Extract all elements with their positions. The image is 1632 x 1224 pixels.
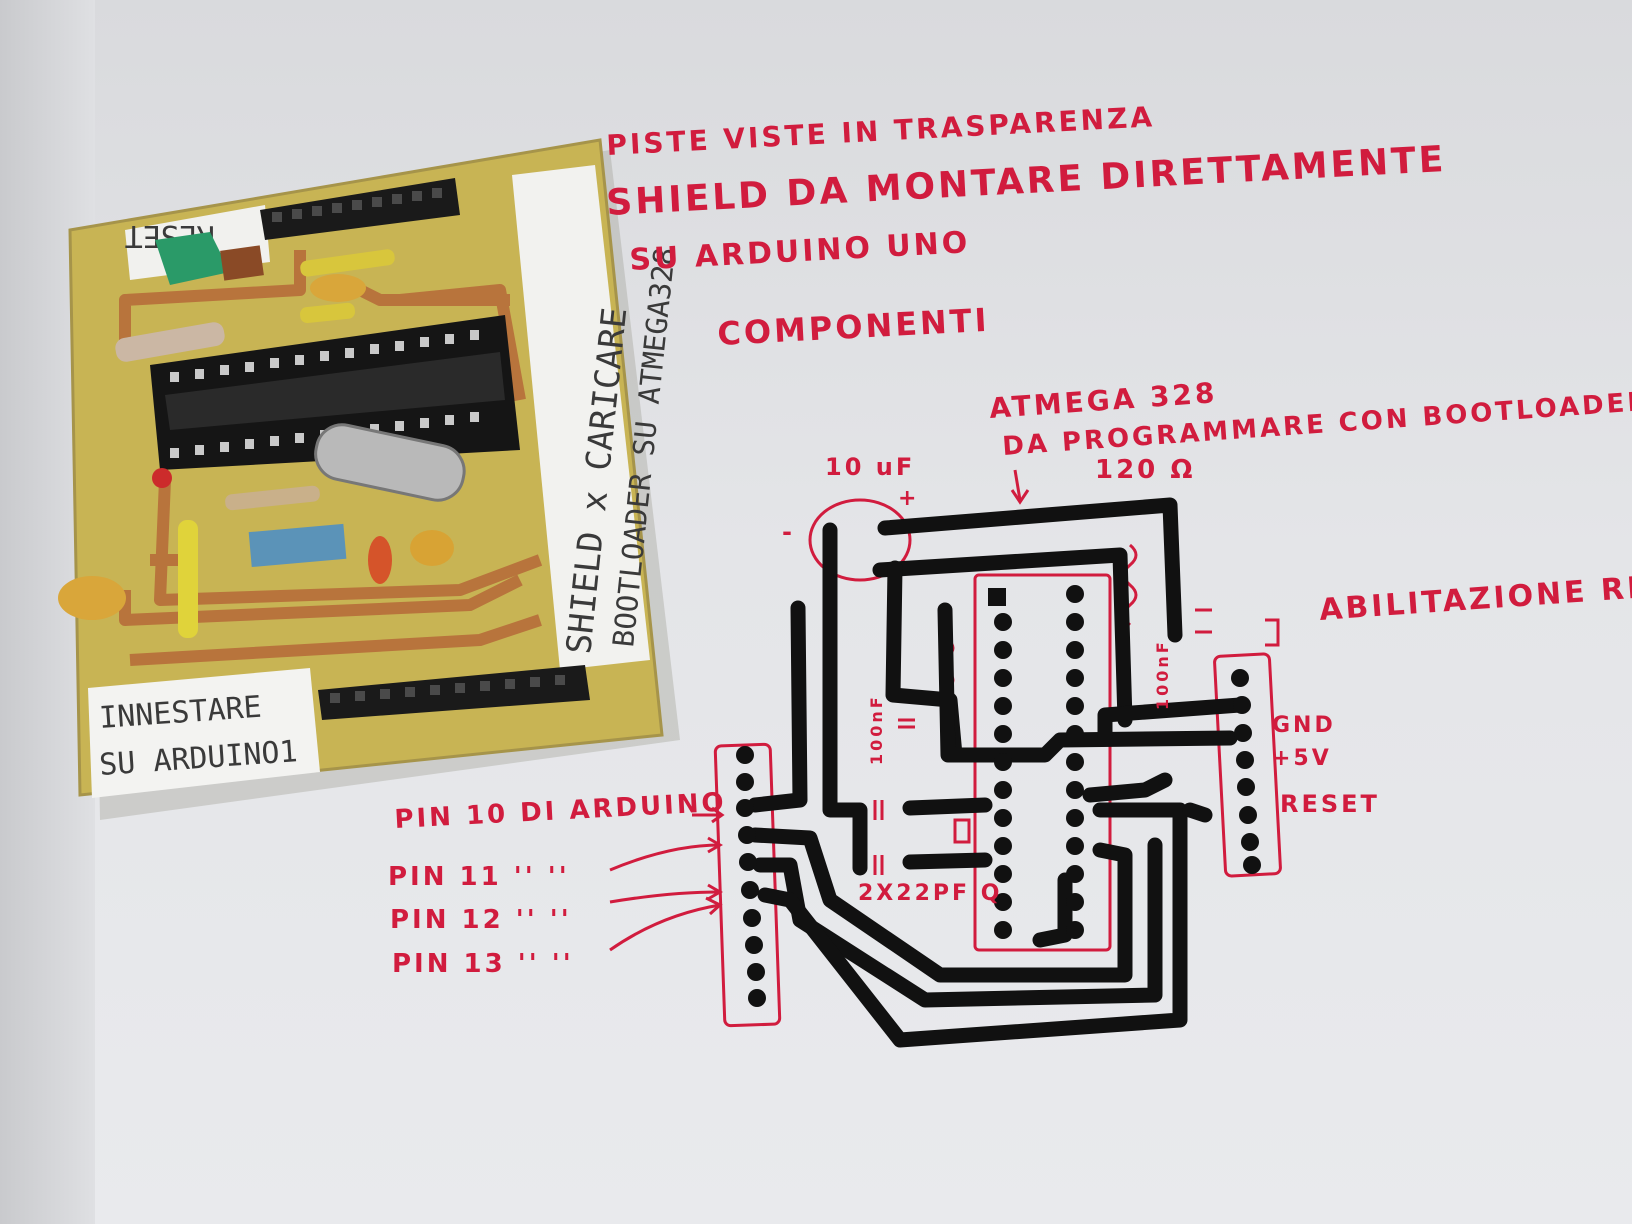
cap-10uf-label: 10 uF: [825, 453, 915, 481]
resistor: [115, 322, 225, 362]
pcb-board: RESET: [58, 138, 682, 820]
ic-socket: [150, 315, 520, 470]
green-component: [155, 232, 230, 285]
yellow-capacitor-small: [300, 302, 355, 324]
note-line-4: COMPONENTI: [716, 301, 990, 353]
note-line-3: SU ARDUINO UNO: [629, 225, 972, 278]
yellow-axial-capacitor: [178, 520, 198, 638]
handwritten-notes: PISTE VISTE IN TRASPARENZA SHIELD DA MON…: [605, 100, 1447, 353]
pin10-label: PIN 10 DI ARDUINO: [394, 788, 728, 835]
ceramic-capacitor: [410, 530, 454, 566]
reset-enable-label: ABILITAZIONE RESET: [1318, 565, 1632, 628]
bottom-pin-header: [318, 665, 590, 720]
blue-capacitor: [248, 523, 347, 568]
plus5v-label: +5V: [1272, 746, 1332, 771]
cap-100nf-a-label: 100nF: [867, 694, 886, 765]
pin12-label: PIN 12 '' '': [390, 905, 572, 935]
orange-capacitor: [368, 536, 392, 584]
schematic-arrows: [609, 469, 1280, 952]
top-pin-header: [260, 178, 460, 240]
cap-100nf-b-label: 100nF: [1153, 639, 1172, 710]
bottom-label-card: INNESTARE SU ARDUINO1: [88, 668, 320, 798]
tantalum-capacitor: [310, 274, 366, 302]
reset-pin-label: RESET: [1280, 790, 1380, 818]
minus-sign: -: [782, 518, 795, 546]
pin11-label: PIN 11 '' '': [388, 862, 570, 892]
note-line-1: PISTE VISTE IN TRASPARENZA: [606, 100, 1156, 162]
schematic-cap-symbols: [873, 608, 1212, 875]
resistor-small: [225, 485, 320, 511]
schematic-red-outlines: [713, 498, 1282, 1028]
pin13-label: PIN 13 '' '': [392, 949, 574, 979]
led: [152, 468, 172, 488]
pcb-schematic: ATMEGA 328 DA PROGRAMMARE CON BOOTLOADER…: [388, 376, 1632, 1048]
copper-traces: [119, 250, 543, 666]
chip-name-label: ATMEGA 328: [988, 376, 1218, 425]
header-pads: [736, 669, 1261, 1007]
brown-component: [220, 245, 264, 281]
plus-sign: +: [898, 486, 919, 511]
crystal-caps-label: 2X22PF Q: [858, 881, 1002, 906]
schematic-black-traces: [747, 497, 1248, 1048]
resistor-120-label: 120 Ω: [1095, 455, 1195, 485]
yellow-capacitor: [300, 249, 395, 277]
gnd-label: GND: [1272, 713, 1336, 738]
crystal-oscillator: [314, 423, 466, 502]
ic-pads: [988, 585, 1084, 939]
tantalum-capacitor-left: [58, 576, 126, 620]
